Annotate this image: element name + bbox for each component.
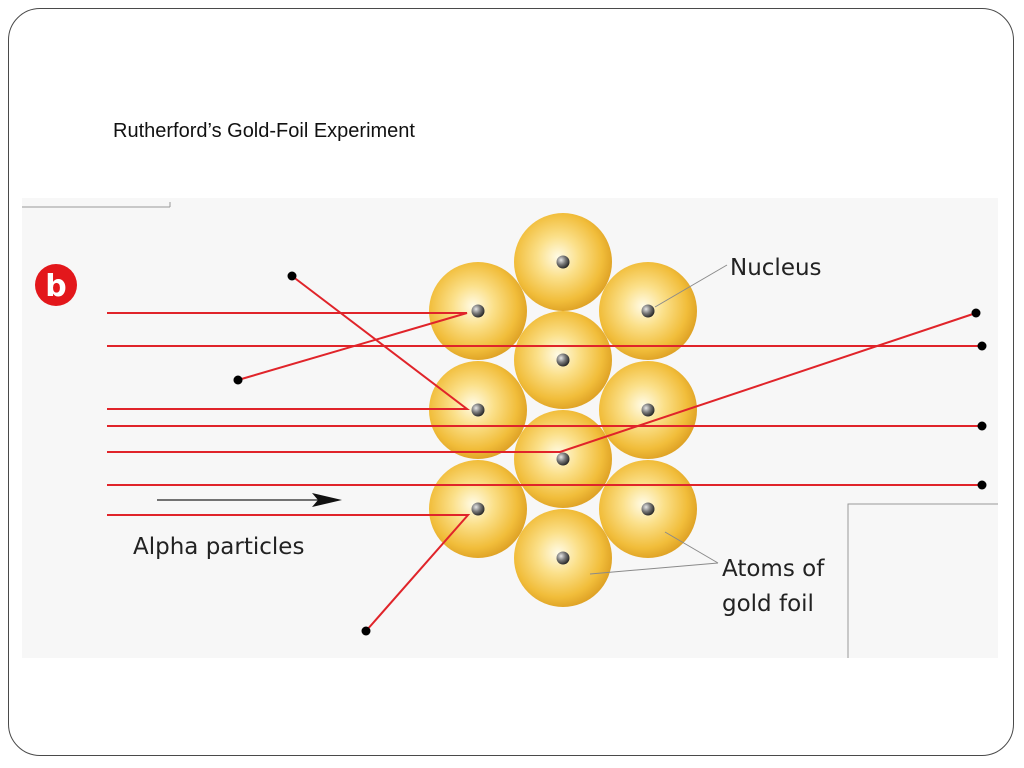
alpha-particles-label: Alpha particles [133, 534, 304, 560]
nucleus-dot [641, 502, 655, 516]
badge-circle [35, 264, 77, 306]
slide-frame [8, 8, 1014, 756]
deflected-path [107, 312, 468, 381]
deflected-path [107, 275, 470, 410]
panel-edge-bottom-right [847, 503, 998, 658]
nucleus-dot [556, 551, 570, 565]
nucleus-dot [641, 304, 655, 318]
nuclei [471, 255, 655, 565]
endpoint-dot [977, 480, 987, 490]
path-endpoints [233, 271, 987, 636]
slide-title: Rutherford’s Gold-Foil Experiment [113, 120, 415, 142]
atoms-label-line2: gold foil [722, 591, 814, 617]
deflected-path [107, 514, 471, 632]
nucleus-dot [471, 502, 485, 516]
label-leaders [589, 264, 728, 575]
endpoint-dot [361, 626, 371, 636]
alpha-particle-paths [107, 275, 982, 632]
deflected-path [107, 312, 977, 453]
endpoint-dot [977, 341, 987, 351]
nucleus-dot [641, 403, 655, 417]
panel-letter: b [45, 269, 66, 304]
nucleus-dot [556, 255, 570, 269]
atoms-leader [589, 562, 719, 575]
nucleus-dot [556, 452, 570, 466]
endpoint-dot [971, 308, 981, 318]
nucleus-dot [471, 304, 485, 318]
endpoint-dot [977, 421, 987, 431]
nucleus-dot [556, 353, 570, 367]
nucleus-leader [654, 264, 728, 308]
panel-badge: b [35, 264, 77, 306]
nucleus-label: Nucleus [730, 255, 822, 281]
atoms-leader [664, 531, 719, 564]
endpoint-dot [287, 271, 297, 281]
endpoint-dot [233, 375, 243, 385]
nucleus-dot [471, 403, 485, 417]
atoms-label-line1: Atoms of [722, 556, 825, 582]
direction-arrow-icon [157, 493, 342, 507]
